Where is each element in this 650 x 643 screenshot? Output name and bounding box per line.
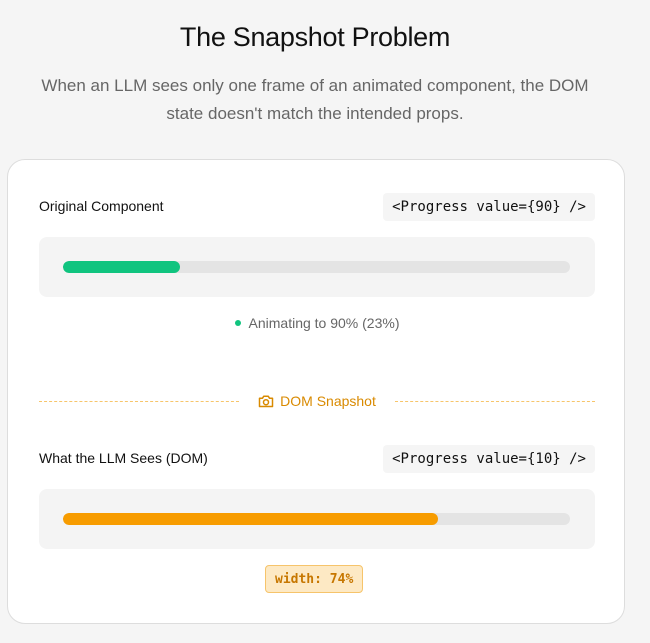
dom-snapshot-text: DOM Snapshot (280, 393, 376, 409)
dom-view-header: What the LLM Sees (DOM) <Progress value=… (39, 445, 595, 473)
dom-progress-fill (63, 513, 439, 525)
divider-line-right (395, 401, 595, 402)
page-title: The Snapshot Problem (179, 22, 451, 52)
subtitle-line-2: state doesn't match the intended props. (166, 104, 464, 123)
animation-status: Animating to 90% (23%) (8, 315, 626, 331)
status-dot-icon (234, 320, 241, 327)
animation-status-text: Animating to 90% (23%) (248, 315, 400, 331)
original-progress-container (39, 237, 595, 297)
original-progress-track (63, 261, 570, 273)
dom-snapshot-divider: DOM Snapshot (39, 392, 595, 412)
dom-progress-track (63, 513, 570, 525)
dom-props-code: <Progress value={10} /> (383, 445, 595, 473)
camera-icon (258, 395, 274, 408)
dom-view-label: What the LLM Sees (DOM) (39, 450, 208, 466)
comparison-card: Original Component <Progress value={90} … (7, 159, 625, 624)
dom-snapshot-label: DOM Snapshot (239, 393, 395, 409)
original-component-header: Original Component <Progress value={90} … (39, 193, 595, 221)
page-subtitle: When an LLM sees only one frame of an an… (20, 72, 610, 128)
original-component-label: Original Component (39, 198, 164, 214)
original-props-code: <Progress value={90} /> (383, 193, 595, 221)
dom-width-badge: width: 74% (265, 565, 364, 593)
original-progress-fill (63, 261, 180, 273)
subtitle-line-1: When an LLM sees only one frame of an an… (41, 76, 589, 95)
dom-progress-container (39, 489, 595, 549)
divider-line-left (39, 401, 239, 402)
